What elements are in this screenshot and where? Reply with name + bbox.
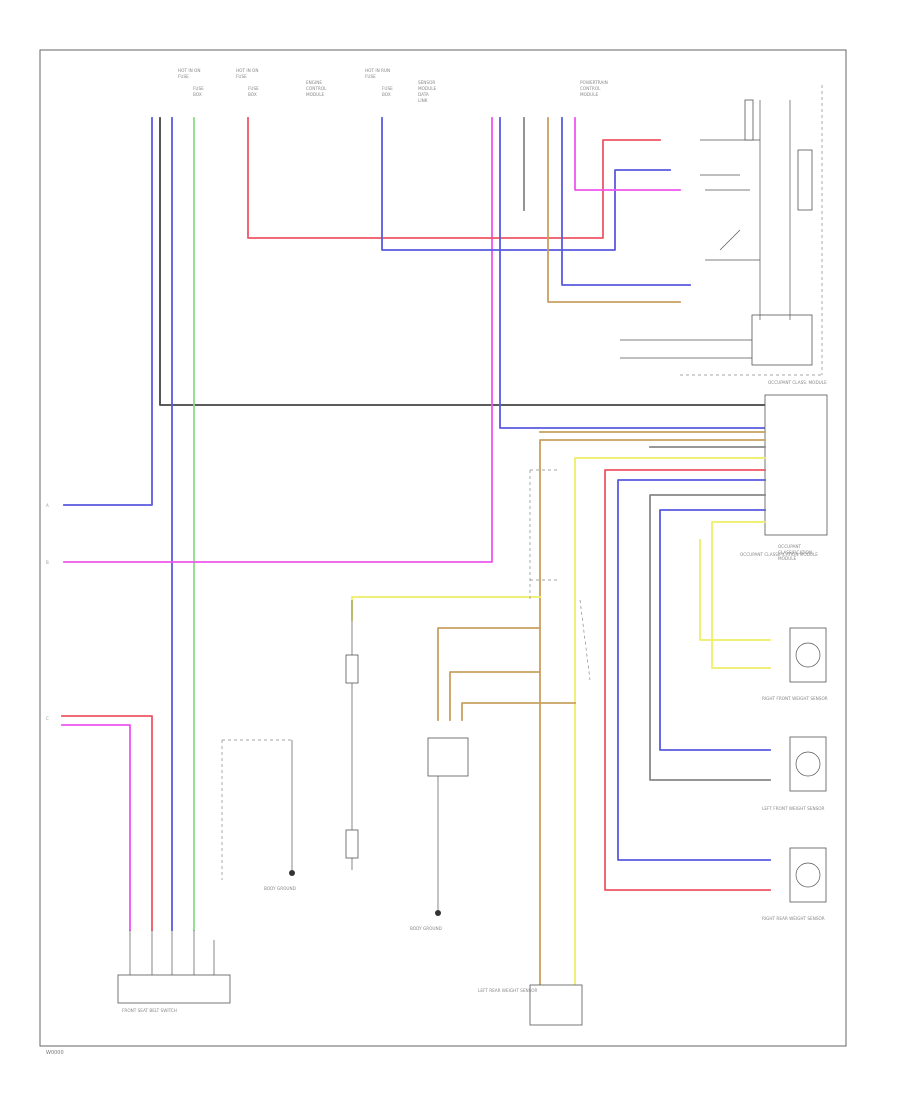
svg-text:FUSE: FUSE: [236, 74, 247, 79]
occupant-module-label: OCCUPANT CLASSIFICATION MODULE: [740, 552, 818, 557]
svg-text:MODULE: MODULE: [418, 86, 437, 91]
svg-text:FUSE: FUSE: [365, 74, 376, 79]
svg-text:FUSE: FUSE: [193, 86, 204, 91]
seat-belt-switch: FRONT SEAT BELT SWITCH: [117, 974, 231, 1013]
left-terminal-a: A: [46, 503, 49, 508]
svg-text:CONTROL: CONTROL: [306, 86, 327, 91]
relay-block: [620, 85, 823, 376]
svg-text:MODULE: MODULE: [778, 556, 797, 561]
svg-text:OCCUPANT: OCCUPANT: [778, 544, 801, 549]
right-rear-sensor: RIGHT REAR WEIGHT SENSOR: [762, 847, 827, 921]
left-terminal-b: B: [46, 560, 49, 565]
top-label-6: POWERTRAIN: [580, 80, 608, 85]
splice-area: [529, 469, 591, 681]
svg-text:MODULE: MODULE: [580, 92, 599, 97]
left-rear-sensor: LEFT REAR WEIGHT SENSOR: [478, 984, 583, 1026]
svg-text:CONTROL: CONTROL: [580, 86, 601, 91]
svg-text:BOX: BOX: [248, 92, 257, 97]
svg-text:OCCUPANT CLASS. MODULE: OCCUPANT CLASS. MODULE: [768, 380, 827, 385]
top-label-1: HOT IN ON: [178, 68, 200, 73]
svg-text:FUSE: FUSE: [178, 74, 189, 79]
right-rear-sensor-label: RIGHT REAR WEIGHT SENSOR: [762, 916, 825, 921]
left-front-sensor-label: LEFT FRONT WEIGHT SENSOR: [762, 806, 825, 811]
right-front-sensor: RIGHT FRONT WEIGHT SENSOR: [762, 627, 828, 701]
top-label-5: SENSOR: [418, 80, 435, 85]
ground-symbols: BODY GROUND BODY GROUND: [221, 600, 469, 931]
ground-label-1: BODY GROUND: [264, 886, 296, 891]
ground-label-2: BODY GROUND: [410, 926, 442, 931]
occupant-module: OCCUPANT CLASS. MODULE OCCUPANT CLASSIFI…: [764, 380, 828, 561]
footer-code: W0000: [46, 1050, 64, 1056]
diagram-frame: [39, 49, 847, 1047]
svg-text:BOX: BOX: [193, 92, 202, 97]
left-front-sensor: LEFT FRONT WEIGHT SENSOR: [762, 736, 827, 811]
svg-text:FUSE: FUSE: [248, 86, 259, 91]
left-terminal-c: C: [46, 716, 49, 721]
svg-text:DATA: DATA: [418, 92, 429, 97]
top-label-2: HOT IN ON: [236, 68, 258, 73]
top-label-4: HOT IN RUN: [365, 68, 390, 73]
svg-text:BOX: BOX: [382, 92, 391, 97]
svg-text:MODULE: MODULE: [306, 92, 325, 97]
svg-text:FUSE: FUSE: [382, 86, 393, 91]
svg-text:CLASSIFICATION: CLASSIFICATION: [778, 550, 812, 555]
left-rear-sensor-label: LEFT REAR WEIGHT SENSOR: [478, 988, 538, 993]
svg-text:LINK: LINK: [418, 98, 428, 103]
seat-belt-switch-label: FRONT SEAT BELT SWITCH: [122, 1008, 177, 1013]
right-front-sensor-label: RIGHT FRONT WEIGHT SENSOR: [762, 696, 828, 701]
top-label-3: ENGINE: [306, 80, 322, 85]
